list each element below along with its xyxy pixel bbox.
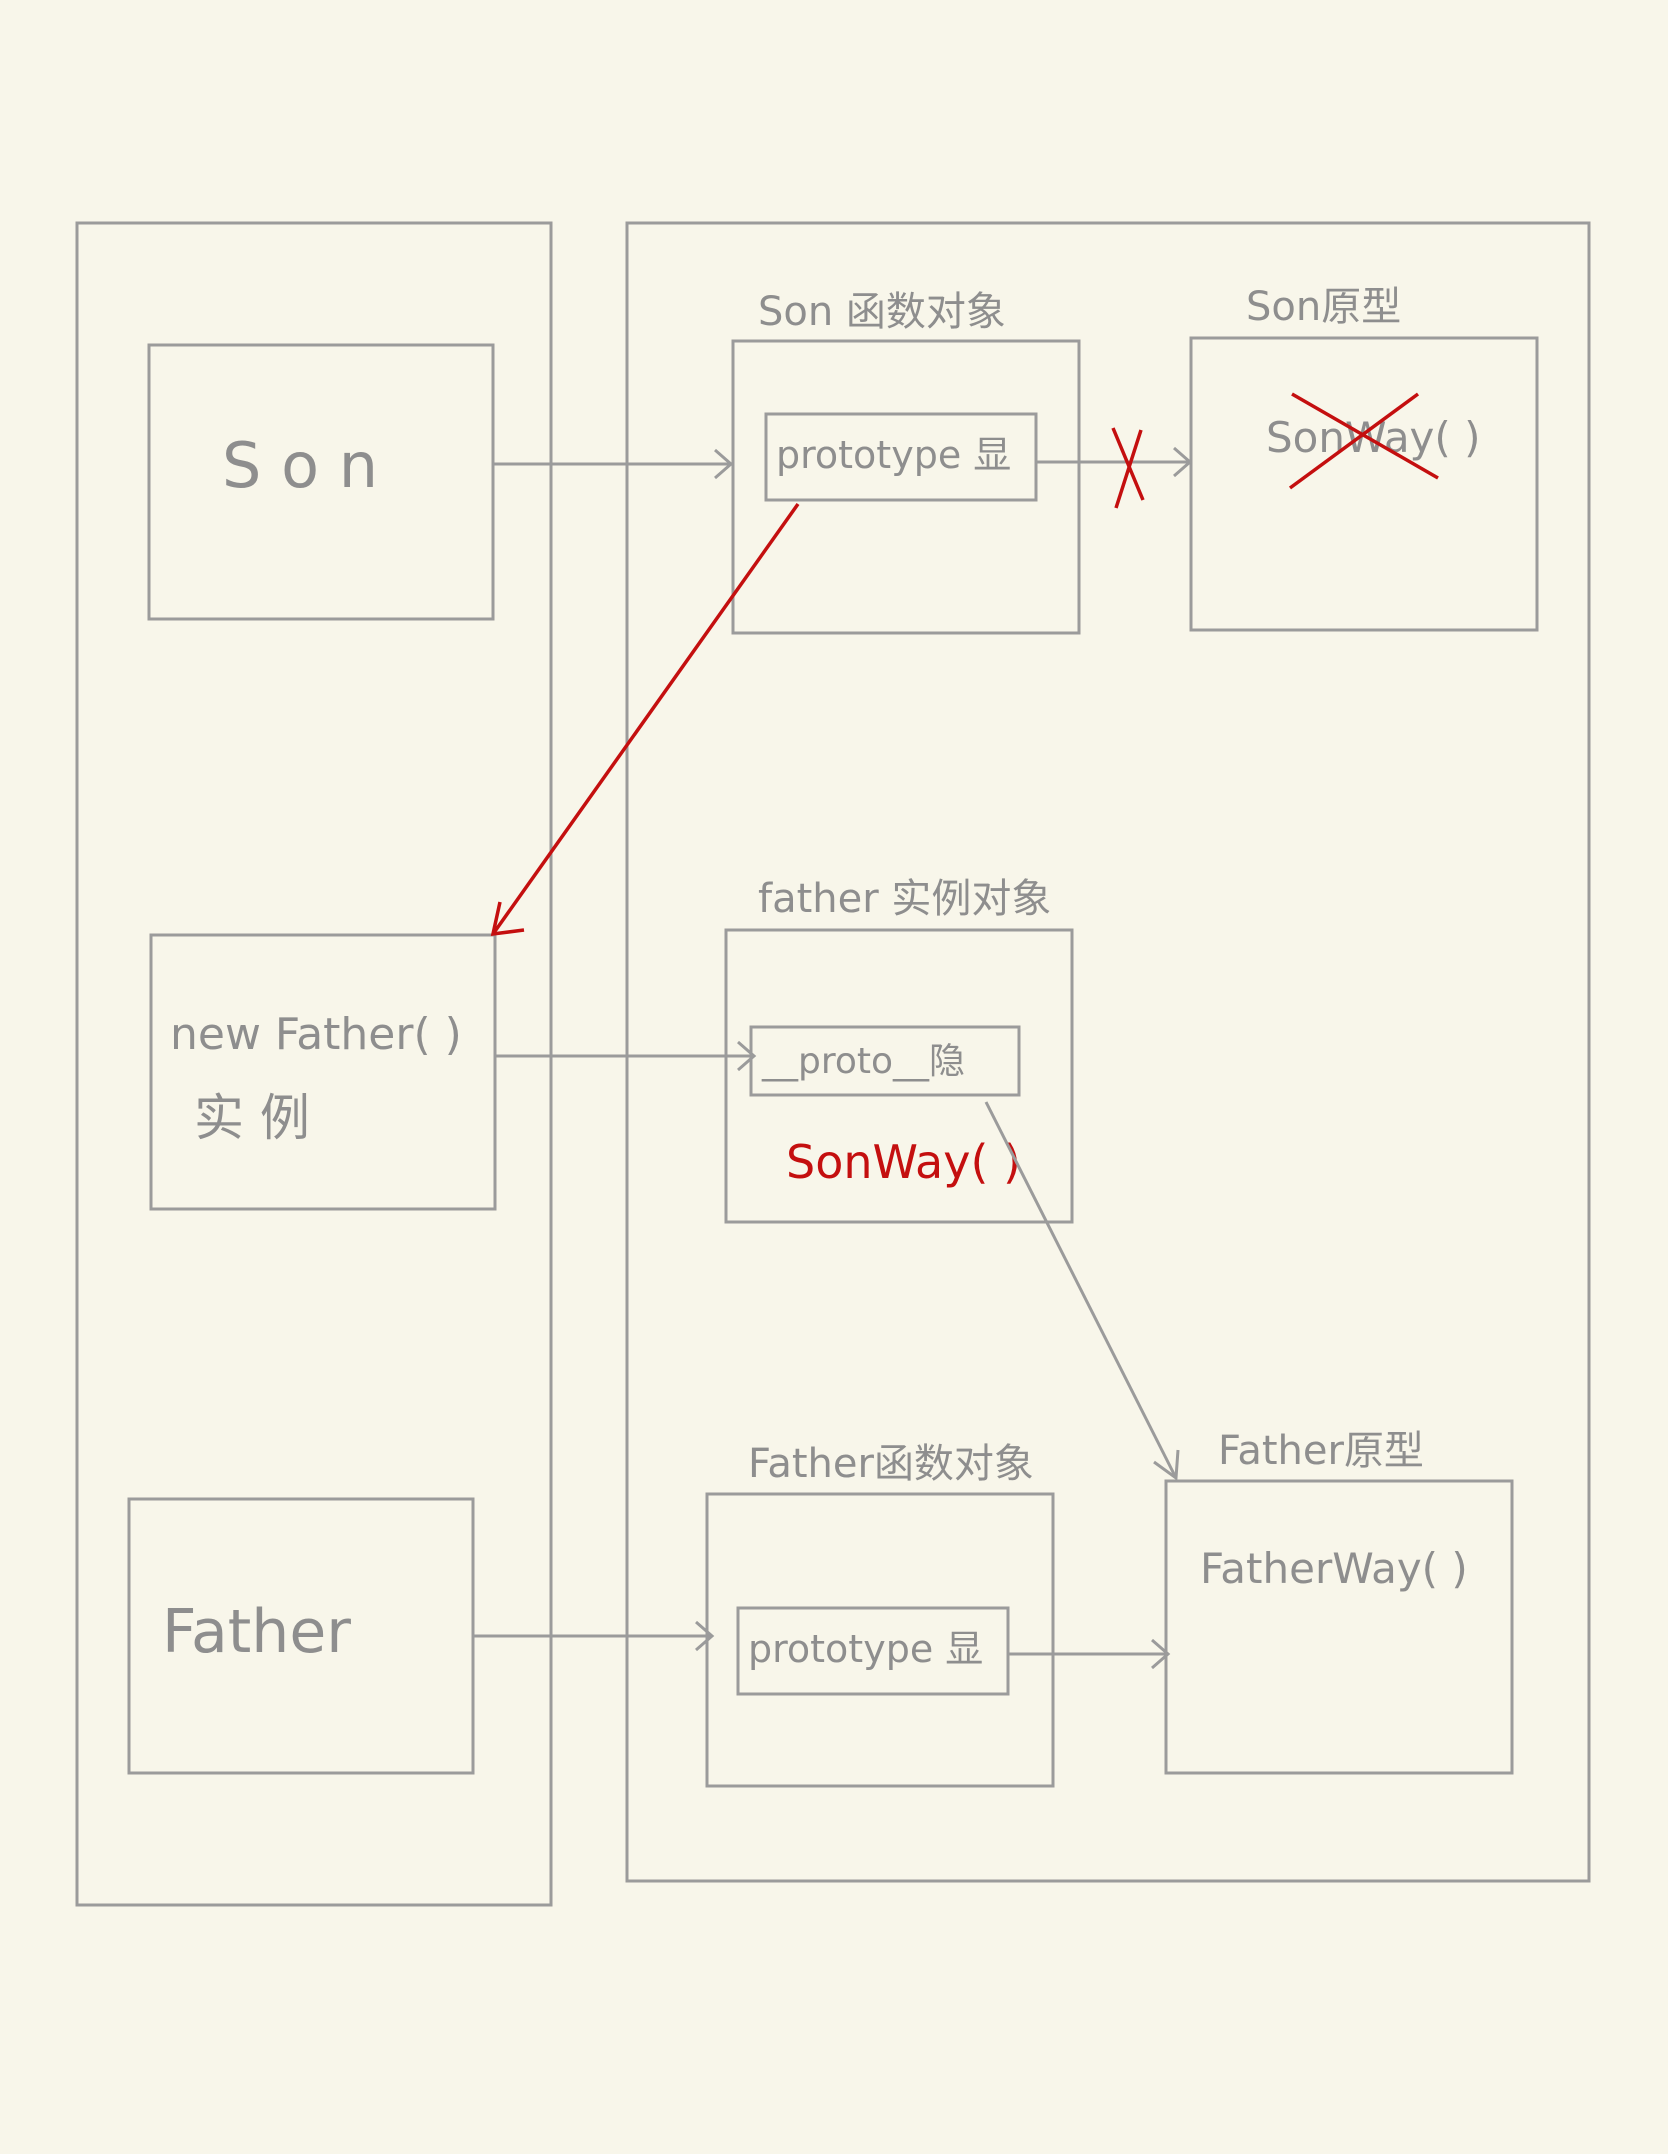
son-function-box	[731, 339, 1081, 635]
son-prototype-title: Son原型	[1246, 284, 1401, 330]
son-box	[147, 343, 495, 621]
son-prototype-box	[1189, 336, 1539, 632]
right-panel	[625, 221, 1591, 1883]
father-way-method: FatherWay( )	[1200, 1544, 1468, 1593]
father-label: Father	[162, 1597, 351, 1667]
instance-label: 实 例	[194, 1089, 310, 1147]
father-instance-title: father 实例对象	[758, 876, 1051, 922]
son-way-method-crossed: SonWay( )	[1266, 413, 1481, 462]
proto-property-label: __proto__隐	[761, 1041, 965, 1082]
red-cross-mark-son-way	[1288, 392, 1439, 490]
new-father-instance-box	[149, 933, 497, 1211]
red-cross-mark-link	[1111, 427, 1145, 509]
arrow-son-prototype-link	[1036, 446, 1193, 478]
son-way-method-added: SonWay( )	[786, 1135, 1021, 1189]
left-panel	[75, 221, 553, 1907]
father-prototype-property-label: prototype 显	[748, 1627, 983, 1671]
arrow-proto-to-father-prototype	[984, 1101, 1180, 1481]
red-arrow-son-prototype-to-new-father	[490, 502, 800, 937]
father-prototype-title: Father原型	[1218, 1428, 1424, 1474]
son-label: S o n	[222, 429, 378, 502]
proto-property-box	[749, 1025, 1021, 1097]
son-prototype-property-label: prototype 显	[776, 433, 1011, 477]
father-instance-box	[724, 928, 1074, 1224]
arrow-father-prototype-property-to-father-prototype	[1008, 1638, 1171, 1670]
arrow-new-father-to-father-instance	[495, 1040, 757, 1072]
father-function-title: Father函数对象	[748, 1441, 1034, 1487]
father-prototype-box	[1164, 1479, 1514, 1775]
arrow-father-to-father-function	[473, 1620, 715, 1652]
father-prototype-property-box	[736, 1606, 1010, 1696]
arrow-son-to-son-function	[493, 448, 734, 480]
son-prototype-property-box	[764, 412, 1038, 502]
new-father-label: new Father( )	[170, 1009, 462, 1060]
son-function-title: Son 函数对象	[758, 289, 1006, 335]
